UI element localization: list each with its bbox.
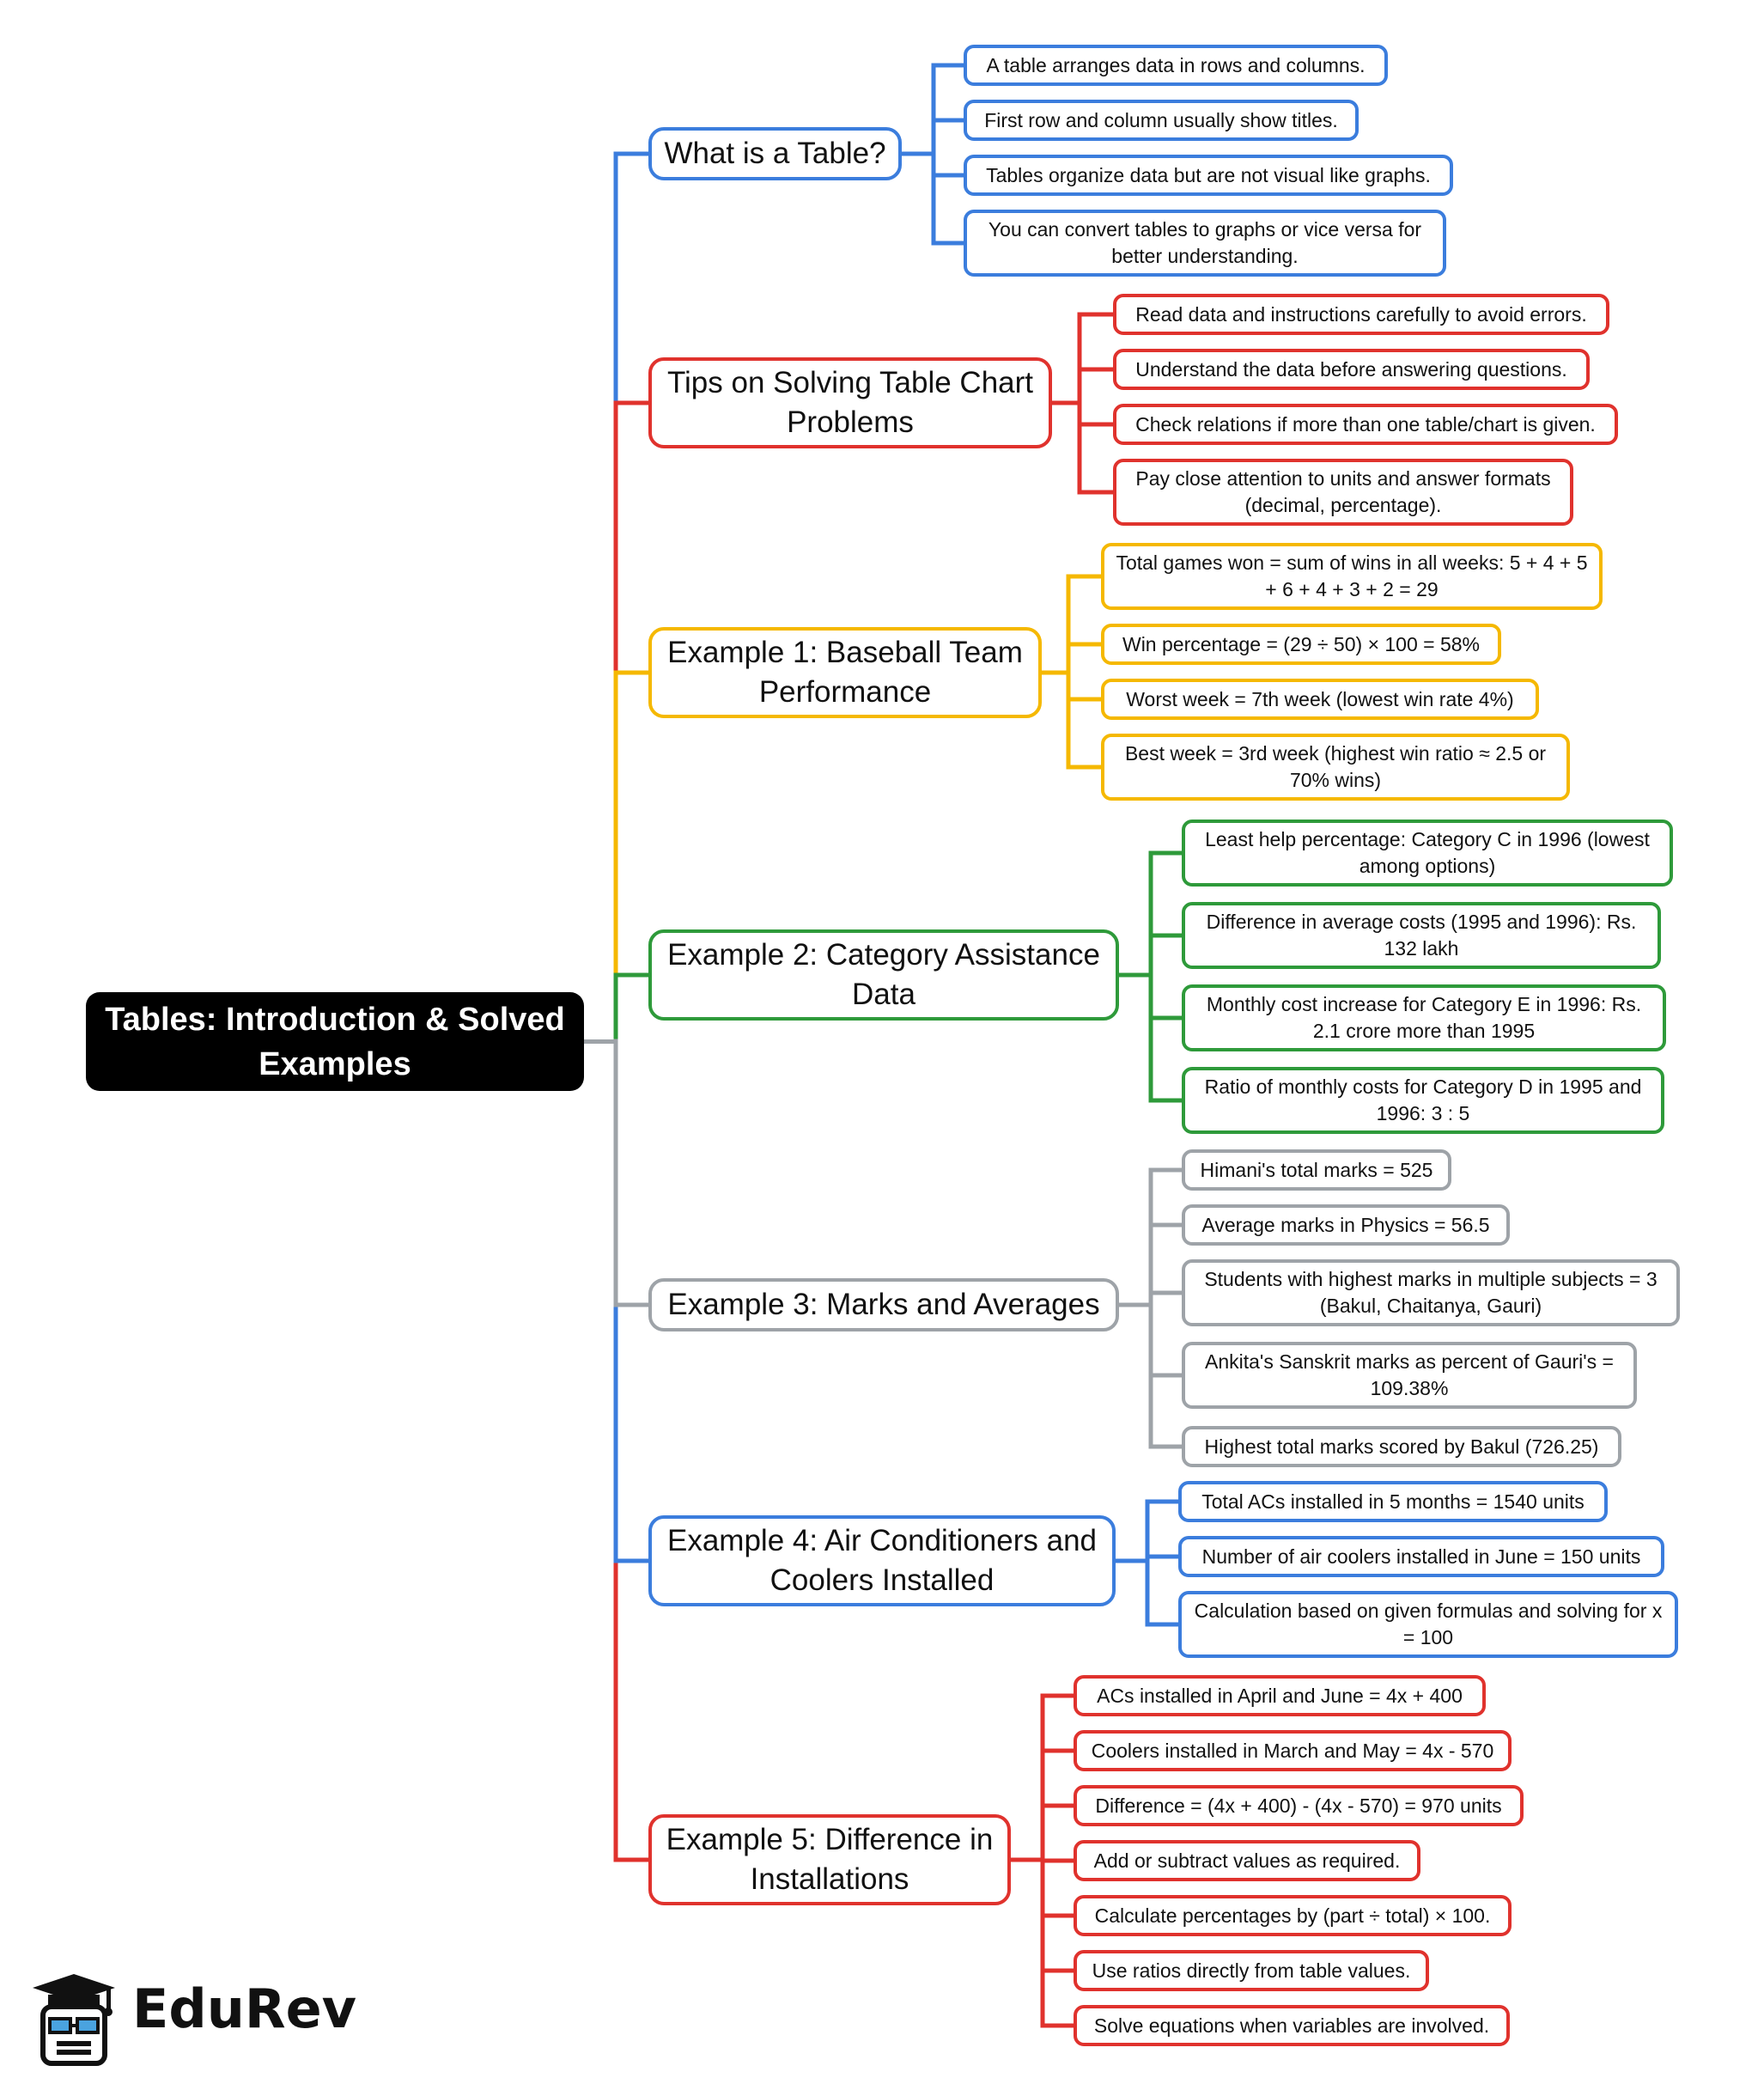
leaf-node: Least help percentage: Category C in 199… bbox=[1182, 820, 1673, 887]
leaf-node: Average marks in Physics = 56.5 bbox=[1182, 1204, 1510, 1246]
leaf-node: Tables organize data but are not visual … bbox=[964, 155, 1453, 196]
leaf-node: Monthly cost increase for Category E in … bbox=[1182, 984, 1666, 1051]
root-node: Tables: Introduction & Solved Examples bbox=[86, 992, 584, 1091]
leaf-node: Best week = 3rd week (highest win ratio … bbox=[1101, 734, 1570, 801]
leaf-node: Difference in average costs (1995 and 19… bbox=[1182, 902, 1661, 969]
branch-node: Example 1: Baseball Team Performance bbox=[648, 627, 1042, 718]
leaf-node: Pay close attention to units and answer … bbox=[1113, 459, 1573, 526]
branch-node: Example 2: Category Assistance Data bbox=[648, 929, 1119, 1021]
branch-node: What is a Table? bbox=[648, 127, 902, 180]
branch-node: Example 5: Difference in Installations bbox=[648, 1814, 1011, 1905]
edurev-logo: EduRev bbox=[26, 1969, 369, 2070]
leaf-node: Use ratios directly from table values. bbox=[1074, 1950, 1429, 1991]
logo-text: EduRev bbox=[132, 1977, 357, 2040]
leaf-node: Solve equations when variables are invol… bbox=[1074, 2005, 1510, 2046]
leaf-node: ACs installed in April and June = 4x + 4… bbox=[1074, 1675, 1486, 1716]
leaf-node: Himani's total marks = 525 bbox=[1182, 1149, 1451, 1191]
leaf-node: Win percentage = (29 ÷ 50) × 100 = 58% bbox=[1101, 624, 1501, 665]
leaf-node: Ankita's Sanskrit marks as percent of Ga… bbox=[1182, 1342, 1637, 1409]
leaf-node: Ratio of monthly costs for Category D in… bbox=[1182, 1067, 1664, 1134]
leaf-node: You can convert tables to graphs or vice… bbox=[964, 210, 1446, 277]
leaf-node: Calculation based on given formulas and … bbox=[1178, 1591, 1678, 1658]
leaf-node: Highest total marks scored by Bakul (726… bbox=[1182, 1426, 1621, 1467]
graduation-cap-mascot-icon bbox=[33, 1974, 115, 2066]
leaf-node: Number of air coolers installed in June … bbox=[1178, 1536, 1664, 1577]
branch-node: Example 3: Marks and Averages bbox=[648, 1278, 1119, 1331]
leaf-node: A table arranges data in rows and column… bbox=[964, 45, 1388, 86]
leaf-node: Check relations if more than one table/c… bbox=[1113, 404, 1618, 445]
leaf-node: Add or subtract values as required. bbox=[1074, 1840, 1420, 1881]
leaf-node: Difference = (4x + 400) - (4x - 570) = 9… bbox=[1074, 1785, 1524, 1826]
leaf-node: Read data and instructions carefully to … bbox=[1113, 294, 1609, 335]
leaf-node: Total ACs installed in 5 months = 1540 u… bbox=[1178, 1481, 1608, 1522]
leaf-node: Understand the data before answering que… bbox=[1113, 349, 1590, 390]
leaf-node: Total games won = sum of wins in all wee… bbox=[1101, 543, 1603, 610]
leaf-node: Coolers installed in March and May = 4x … bbox=[1074, 1730, 1512, 1771]
leaf-node: First row and column usually show titles… bbox=[964, 100, 1359, 141]
leaf-node: Worst week = 7th week (lowest win rate 4… bbox=[1101, 679, 1539, 720]
branch-node: Example 4: Air Conditioners and Coolers … bbox=[648, 1515, 1116, 1606]
leaf-node: Calculate percentages by (part ÷ total) … bbox=[1074, 1895, 1512, 1936]
leaf-node: Students with highest marks in multiple … bbox=[1182, 1259, 1680, 1326]
branch-node: Tips on Solving Table Chart Problems bbox=[648, 357, 1052, 448]
